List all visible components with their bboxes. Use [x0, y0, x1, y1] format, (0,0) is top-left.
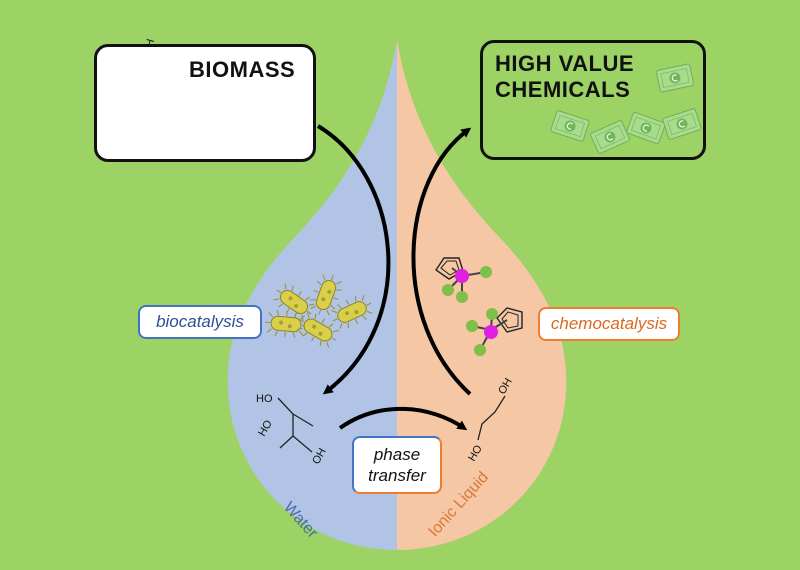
catalyst-bottom-icon [466, 307, 523, 356]
ho-label: HO [256, 393, 273, 405]
phase-transfer-line1: phase [373, 445, 421, 464]
chemicals-box: HIGH VALUE CHEMICALS [480, 40, 706, 160]
phase-transfer-arrow [338, 406, 468, 431]
propanediol-molecule [477, 395, 506, 441]
biomass-box: BIOMASS [94, 44, 316, 162]
chemicals-title-line2: CHEMICALS [495, 77, 631, 102]
product-to-chemicals-arrow [411, 127, 472, 396]
chemicals-title: HIGH VALUE CHEMICALS [495, 51, 634, 103]
phase-transfer-line2: transfer [368, 466, 426, 485]
phase-transfer-label: phase transfer [352, 436, 442, 494]
biomass-title: BIOMASS [189, 57, 296, 82]
biomass-to-glycerol-arrow [316, 124, 391, 395]
chemocatalysis-label: chemocatalysis [538, 307, 680, 341]
catalyst-top-icon [435, 257, 492, 303]
chemicals-title-line1: HIGH VALUE [495, 51, 635, 76]
glycerol-molecule [277, 397, 314, 453]
biocatalysis-label: biocatalysis [138, 305, 262, 339]
